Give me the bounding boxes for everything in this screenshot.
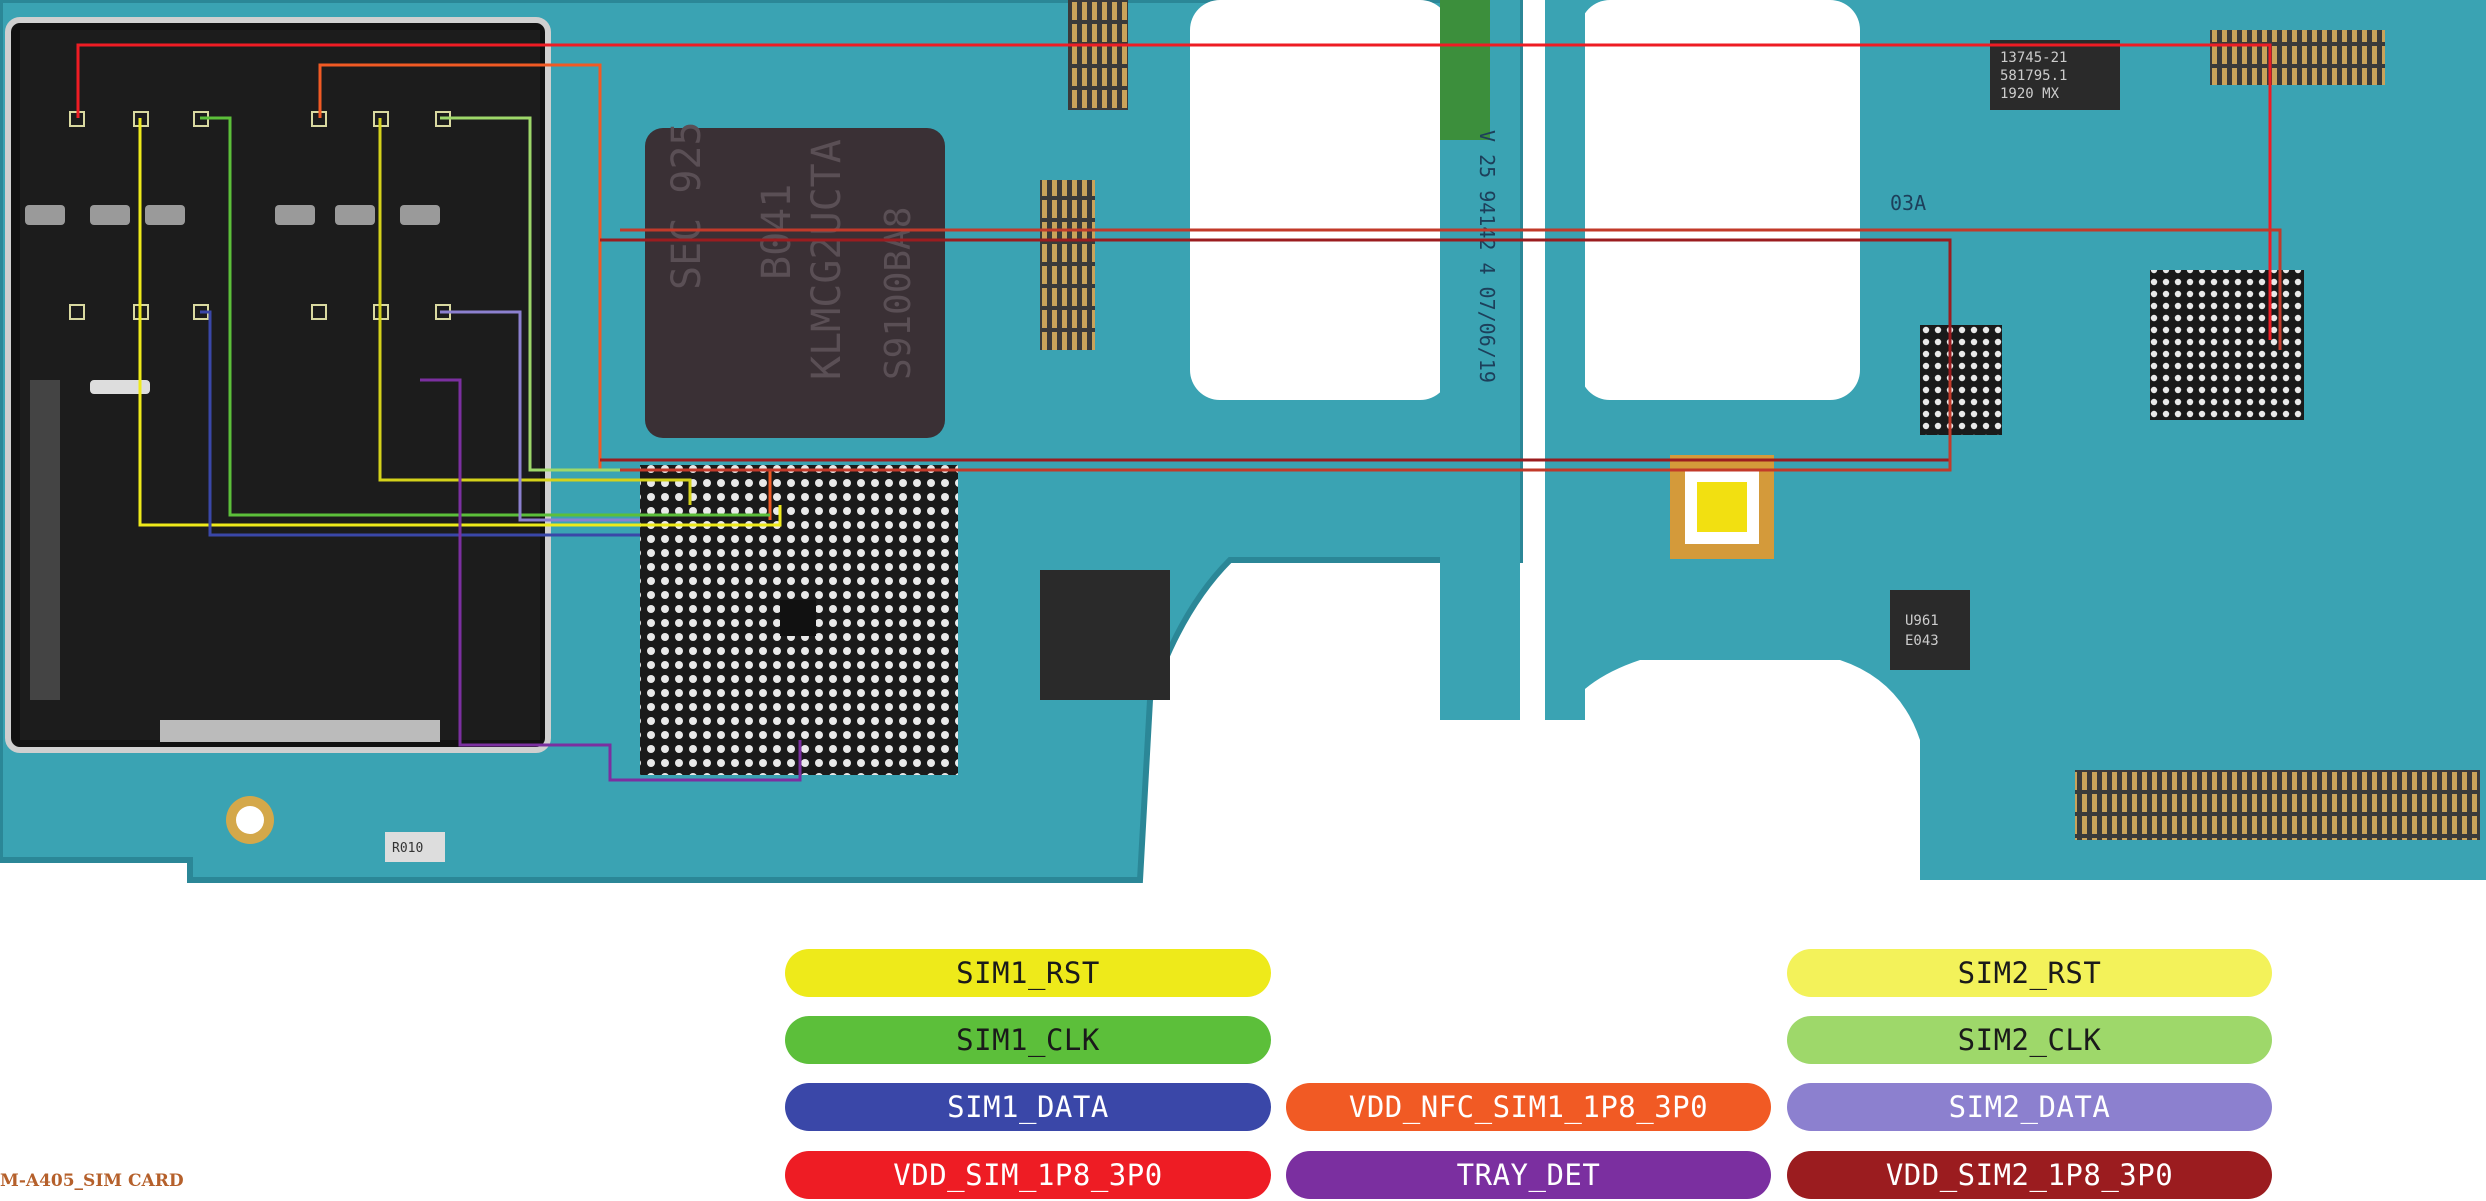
- legend-sim2-clk-label: SIM2_CLK: [1957, 1023, 2102, 1057]
- emmc-chip: SEC 925 B041 KLMCG2UCTA S9100BA8: [645, 121, 945, 438]
- pcb-board-diagram: SEC 925 B041 KLMCG2UCTA S9100BA8 13745-2…: [0, 0, 2486, 883]
- led-flash: [1670, 455, 1774, 559]
- trace-sim2-right: [620, 228, 2282, 350]
- legend-vdd-nfc-sim1: VDD_NFC_SIM1_1P8_3P0: [1286, 1083, 1771, 1131]
- legend-sim1-rst: SIM1_RST: [785, 949, 1271, 997]
- trace-sim1-clk: [200, 116, 770, 517]
- sim-card-tray: [5, 17, 551, 753]
- legend-sim2-data: SIM2_DATA: [1787, 1083, 2272, 1131]
- model-label: M-A405_SIM CARD: [0, 1171, 184, 1191]
- legend-sim1-clk: SIM1_CLK: [785, 1016, 1271, 1064]
- trace-sim2-bus: [620, 380, 1952, 472]
- cpu-bga: [640, 465, 958, 775]
- connector-top-right: [2210, 30, 2385, 85]
- ic-right-top-text2: 581795.1: [2000, 68, 2067, 84]
- trace-vdd-nfc: [318, 63, 772, 520]
- connector-bottom-right: [2075, 770, 2480, 840]
- legend-vdd-sim: VDD_SIM_1P8_3P0: [785, 1151, 1271, 1199]
- legend-sim1-data: SIM1_DATA: [785, 1083, 1271, 1131]
- right-bga-1: [1920, 325, 2002, 435]
- trace-tray-det: [420, 378, 802, 782]
- ic-pmic-small: [1890, 590, 1970, 670]
- legend-vdd-sim2-label: VDD_SIM2_1P8_3P0: [1885, 1158, 2174, 1192]
- trace-sim2-clk: [440, 116, 650, 472]
- trace-vdd-sim: [76, 43, 2272, 340]
- signal-traces: [76, 43, 2282, 782]
- legend-sim1-data-label: SIM1_DATA: [947, 1090, 1109, 1124]
- pad-label-03a: 03A: [1890, 191, 1926, 215]
- emmc-label-line2: B041: [754, 184, 800, 280]
- ic-right-top-text3: 1920 MX: [2000, 86, 2060, 102]
- trace-sim1-rst-b: [378, 118, 692, 505]
- ic-black-square: [1040, 570, 1170, 700]
- legend-vdd-sim-label: VDD_SIM_1P8_3P0: [893, 1158, 1163, 1192]
- r010-pad: [385, 832, 445, 862]
- legend-sim1-rst-label: SIM1_RST: [956, 956, 1100, 990]
- legend-vdd-nfc-sim1-label: VDD_NFC_SIM1_1P8_3P0: [1348, 1090, 1709, 1124]
- pad-label-r010: R010: [392, 841, 423, 856]
- trace-vdd-sim2: [600, 238, 1952, 462]
- emmc-label-line1: SEC 925: [664, 121, 710, 290]
- legend-tray-det-label: TRAY_DET: [1456, 1158, 1601, 1192]
- legend-vdd-sim2: VDD_SIM2_1P8_3P0: [1787, 1151, 2272, 1199]
- legend-tray-det: TRAY_DET: [1286, 1151, 1771, 1199]
- emmc-label-line4: S9100BA8: [878, 207, 919, 380]
- right-pcb: [1545, 0, 2486, 880]
- legend-sim2-rst-label: SIM2_RST: [1957, 956, 2102, 990]
- ic-right-top-text1: 13745-21: [2000, 50, 2067, 66]
- trace-sim1-data: [200, 310, 640, 537]
- ic-pmic-text2: E043: [1905, 633, 1939, 649]
- trace-sim2-data: [440, 310, 640, 522]
- emmc-label-line3: KLMCG2UCTA: [804, 139, 850, 380]
- legend-sim2-data-label: SIM2_DATA: [1948, 1090, 2111, 1124]
- right-bga-2: [2150, 270, 2304, 420]
- connector-top-left: [1068, 0, 1128, 110]
- mounting-hole-inner: [236, 806, 264, 834]
- date-code-label: V 25 94142 4 07/06/19: [1475, 130, 1499, 383]
- legend-sim2-clk: SIM2_CLK: [1787, 1016, 2272, 1064]
- legend-sim2-rst: SIM2_RST: [1787, 949, 2272, 997]
- ic-pmic-text1: U961: [1905, 613, 1939, 629]
- ic-right-top: [1990, 40, 2120, 110]
- connector-mid-left: [1040, 180, 1095, 350]
- legend-sim1-clk-label: SIM1_CLK: [956, 1023, 1100, 1057]
